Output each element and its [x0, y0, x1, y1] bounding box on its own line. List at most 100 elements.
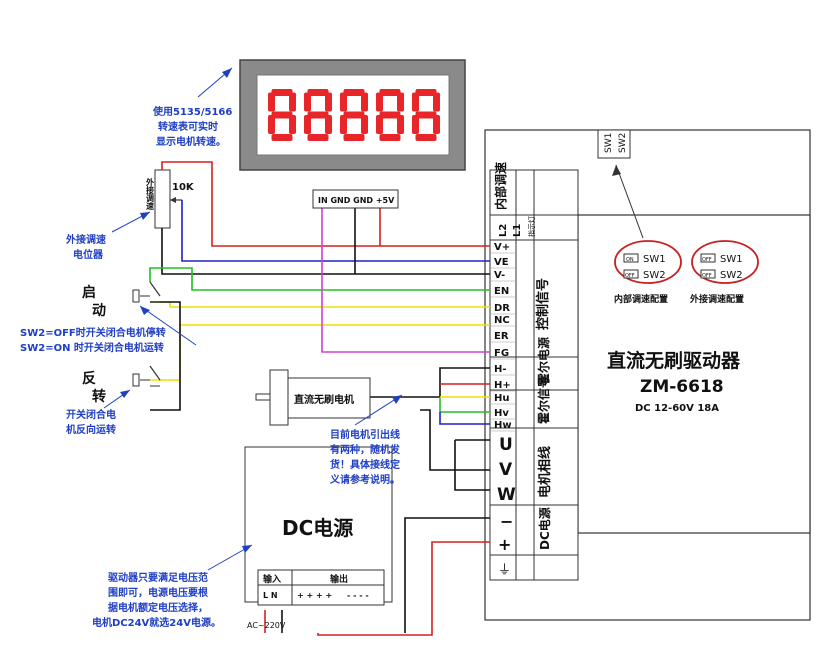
terminal-pin-en: EN [494, 286, 509, 297]
segment [289, 92, 296, 112]
segment [304, 92, 311, 112]
wires [149, 161, 490, 636]
terminal-pin-nc: NC [494, 315, 510, 326]
terminal-pin-hu: Hu [494, 393, 510, 404]
segment [325, 115, 332, 134]
external-config-label: 外接调速配置 [689, 293, 744, 305]
sw-header-1: SW1 [604, 133, 614, 153]
segment [307, 89, 329, 96]
internal-config-label: 内部调速配置 [614, 293, 668, 305]
segment [361, 92, 368, 112]
psu-ac: AC~220V [247, 621, 286, 630]
note-meter-3: 显示电机转速。 [156, 135, 226, 148]
note-pot-2: 电位器 [73, 248, 104, 261]
internal-speed-label: 内部调速 [493, 162, 508, 210]
annotations: 使用5135/5166 转速表可实时 显示电机转速。 外接调速 电位器 SW2=… [20, 105, 401, 629]
int-sw2: SW2 [643, 270, 666, 281]
start-switch: 启 动 [82, 281, 161, 319]
driver-title: 直流无刷驱动器 [607, 349, 741, 372]
seven-segment-digit [268, 89, 296, 141]
terminal-pin-hx: H- [494, 364, 507, 375]
ext-sw2: SW2 [720, 270, 743, 281]
segment [325, 92, 332, 112]
psu-output-label: 输出 [330, 573, 348, 585]
segment [397, 115, 404, 134]
ground-symbol: ⏚ [498, 563, 511, 578]
l1-label: L1 [512, 224, 523, 237]
segment [340, 115, 347, 134]
psu-minus: - - - - [347, 591, 369, 600]
potentiometer-body [154, 169, 171, 229]
segment [271, 111, 293, 119]
terminal-pin-vx: V+ [494, 242, 510, 253]
phase-u: U [499, 435, 513, 455]
int-sw1: SW1 [643, 254, 666, 265]
note-sw2-off: SW2=OFF时开关闭合电机停转 [20, 326, 166, 339]
indicator-label: 指示灯 [527, 216, 536, 237]
note-psu-1: 驱动器只要满足电压范 [108, 571, 208, 584]
speed-connector [312, 189, 399, 209]
segment [361, 115, 368, 134]
external-speed-config: OFF SW1 OFF SW2 外接调速配置 [689, 240, 759, 305]
dc-minus: − [500, 512, 513, 531]
annotation-arrowheads [120, 68, 402, 553]
int-on: ON [626, 257, 634, 263]
control-signal-label: 控制信号 [535, 278, 551, 330]
sw-pointer-arrow [612, 165, 621, 176]
segment [379, 89, 401, 96]
note-psu-4: 电机DC24V就选24V电源。 [92, 616, 221, 629]
dc-power-label: DC电源 [537, 507, 552, 550]
hall-signal-label: 霍尔信号 [536, 376, 551, 424]
reverse-label-1: 反 [82, 370, 96, 387]
motor-label: 直流无刷电机 [294, 393, 354, 406]
driver-spec: DC 12-60V 18A [635, 403, 719, 414]
seven-segment-digit [340, 89, 368, 141]
segment [415, 111, 437, 119]
ext-sw1: SW1 [720, 254, 743, 265]
note-rev-2: 机反向运转 [66, 423, 116, 436]
tachometer [239, 59, 466, 171]
note-pot-1: 外接调速 [65, 233, 106, 246]
note-wire-2: 有两种，随机发 [330, 443, 401, 456]
segment [268, 92, 275, 112]
l2-label: L2 [498, 224, 509, 237]
segment [343, 134, 365, 141]
note-sw2-on: SW2=ON 时开关闭合电机运转 [20, 341, 164, 354]
ext-off-2: OFF [702, 273, 712, 279]
terminal-pin-hw: Hw [494, 420, 512, 431]
terminal-pin-hv: Hv [494, 408, 509, 419]
psu-title: DC电源 [282, 516, 353, 540]
sw-pointer-line [615, 164, 644, 239]
segment [415, 134, 437, 141]
segment [289, 115, 296, 134]
segment [412, 115, 419, 134]
terminal-pin-vx: V- [494, 270, 505, 281]
segment [433, 92, 440, 112]
pot-label: 外接调速 [146, 177, 155, 211]
dc-power-supply: DC电源 输入 输出 L N + + + + - - - - AC~220V [244, 446, 393, 630]
seven-segment-digit [376, 89, 404, 141]
note-meter-1: 使用5135/5166 [152, 105, 232, 118]
hall-power-label: 霍尔电源 [536, 337, 551, 385]
terminal-pin-er: ER [494, 331, 509, 342]
note-meter-2: 转速表可实时 [158, 120, 218, 133]
segment [307, 134, 329, 141]
seven-segment-digit [304, 89, 332, 141]
psu-plus: + + + + [297, 591, 332, 600]
phase-v: V [499, 460, 513, 480]
ext-off-1: OFF [702, 257, 712, 263]
driver-inner-box [577, 214, 811, 534]
start-label-1: 启 [82, 284, 96, 301]
segment [397, 92, 404, 112]
terminal-pin-dr: DR [494, 303, 510, 314]
reverse-switch: 反 转 [82, 365, 161, 405]
segment [379, 134, 401, 141]
internal-speed-config: ON SW1 OFF SW2 内部调速配置 [614, 240, 682, 305]
terminal-pin-hx: H+ [494, 380, 511, 391]
segment [433, 115, 440, 134]
segment [268, 115, 275, 134]
note-wire-1: 目前电机引出线 [330, 428, 400, 441]
motor: 直流无刷电机 [255, 369, 371, 426]
